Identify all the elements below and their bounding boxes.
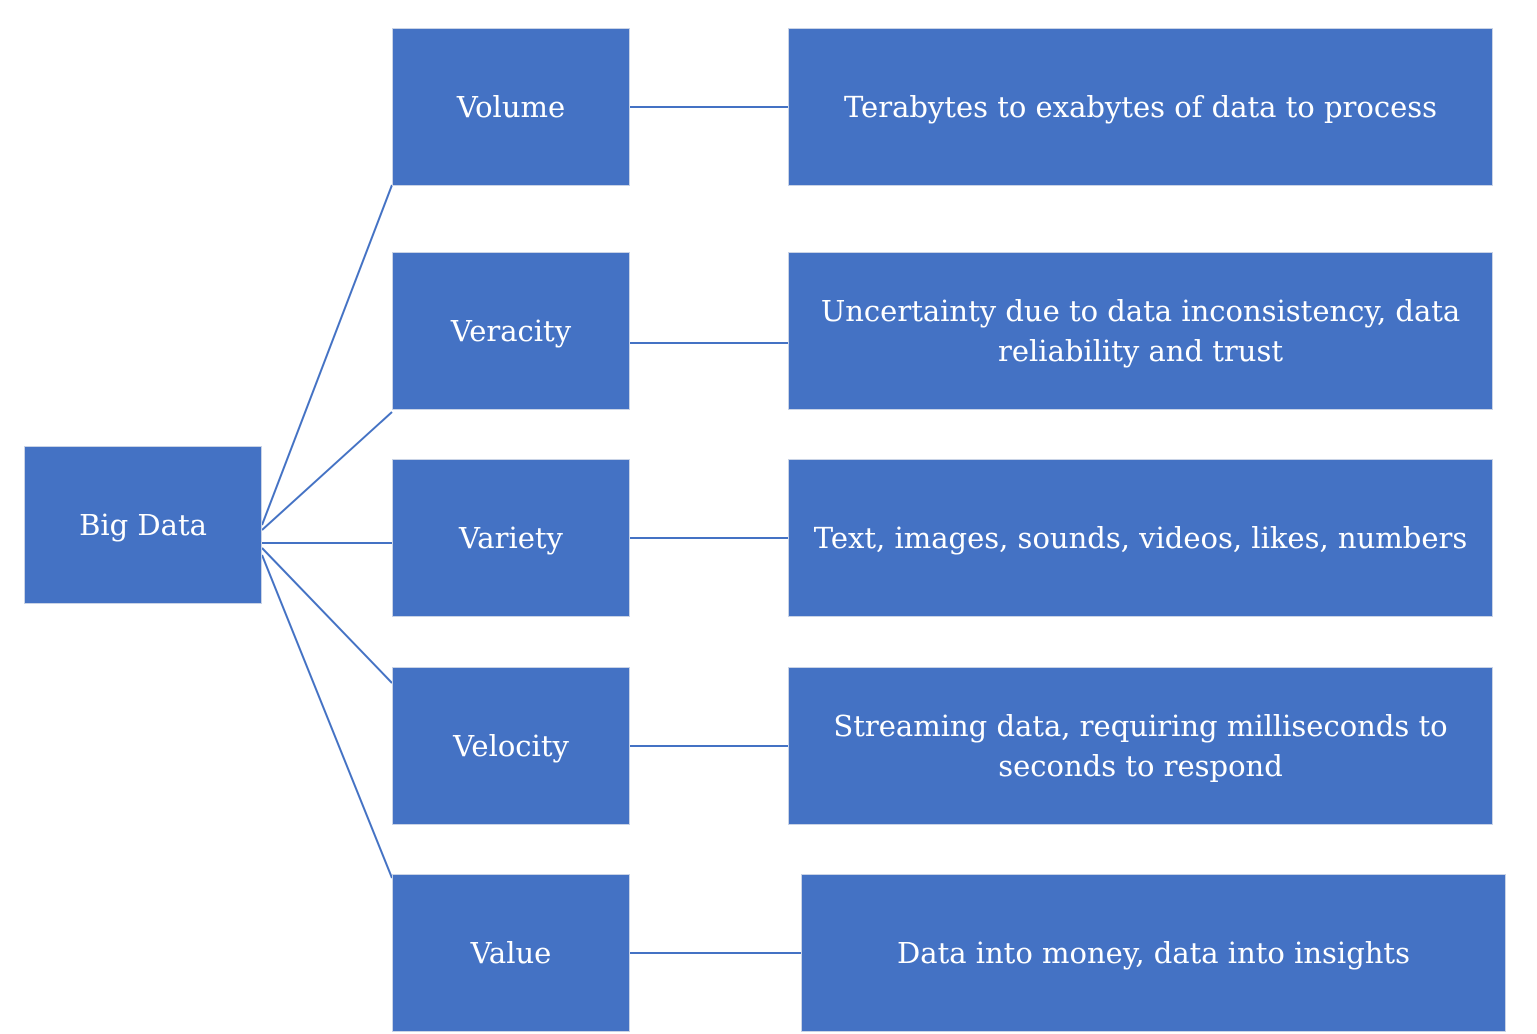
- description-text: Uncertainty due to data inconsistency, d…: [820, 294, 1461, 368]
- description-node-velocity: Streaming data, requiring milliseconds t…: [788, 667, 1493, 825]
- description-node-value: Data into money, data into insights: [801, 874, 1506, 1032]
- branch-node-label: Variety: [459, 521, 563, 555]
- description-node-volume: Terabytes to exabytes of data to process: [788, 28, 1493, 186]
- connector-root-velocity: [261, 547, 393, 684]
- connector-root-value: [261, 554, 393, 879]
- description-text: Terabytes to exabytes of data to process: [843, 90, 1438, 124]
- branch-node-label: Value: [470, 936, 552, 970]
- branch-node-label: Velocity: [453, 729, 569, 763]
- branch-node-value: Value: [392, 874, 630, 1032]
- branch-node-variety: Variety: [392, 459, 630, 617]
- description-text: Streaming data, requiring milliseconds t…: [833, 709, 1448, 783]
- branch-node-label: Volume: [456, 90, 566, 124]
- description-node-veracity: Uncertainty due to data inconsistency, d…: [788, 252, 1493, 410]
- description-node-variety: Text, images, sounds, videos, likes, num…: [788, 459, 1493, 617]
- branch-node-veracity: Veracity: [392, 252, 630, 410]
- branch-node-velocity: Velocity: [392, 667, 630, 825]
- connector-root-veracity: [261, 411, 393, 531]
- root-node-label: Big Data: [79, 508, 207, 542]
- branch-node-volume: Volume: [392, 28, 630, 186]
- root-node-big-data: Big Data: [24, 446, 262, 604]
- description-text: Data into money, data into insights: [897, 936, 1410, 970]
- connector-root-volume: [261, 184, 393, 526]
- description-text: Text, images, sounds, videos, likes, num…: [813, 521, 1468, 555]
- branch-node-label: Veracity: [450, 314, 572, 348]
